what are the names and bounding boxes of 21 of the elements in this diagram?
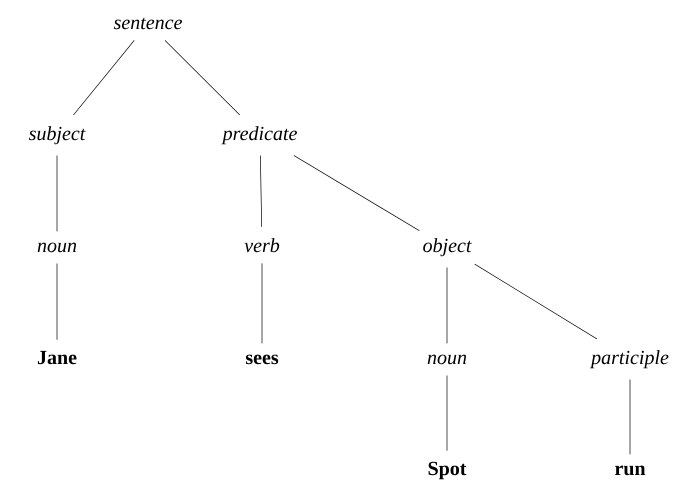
word-label: run bbox=[614, 466, 646, 476]
tree-branch bbox=[164, 40, 240, 116]
tree-branch bbox=[56, 155, 58, 232]
word-label: sees bbox=[246, 354, 278, 364]
tree-branch bbox=[474, 264, 598, 340]
word-label: Spot bbox=[428, 462, 466, 480]
tree-branch bbox=[293, 155, 420, 232]
tree-branch bbox=[260, 155, 262, 228]
tree-branch bbox=[446, 267, 448, 344]
tree-branch bbox=[446, 375, 448, 451]
word-label: Jane bbox=[38, 350, 76, 364]
category-label: verb bbox=[244, 238, 280, 252]
tree-branch bbox=[56, 263, 58, 340]
category-label: noun bbox=[38, 242, 76, 252]
tree-branch bbox=[73, 40, 135, 116]
category-label: object bbox=[423, 238, 472, 256]
category-label: participle bbox=[590, 350, 668, 368]
category-label: subject bbox=[28, 126, 86, 144]
category-label: sentence bbox=[114, 18, 182, 30]
category-label: predicate bbox=[221, 126, 297, 144]
category-label: noun bbox=[428, 354, 466, 364]
